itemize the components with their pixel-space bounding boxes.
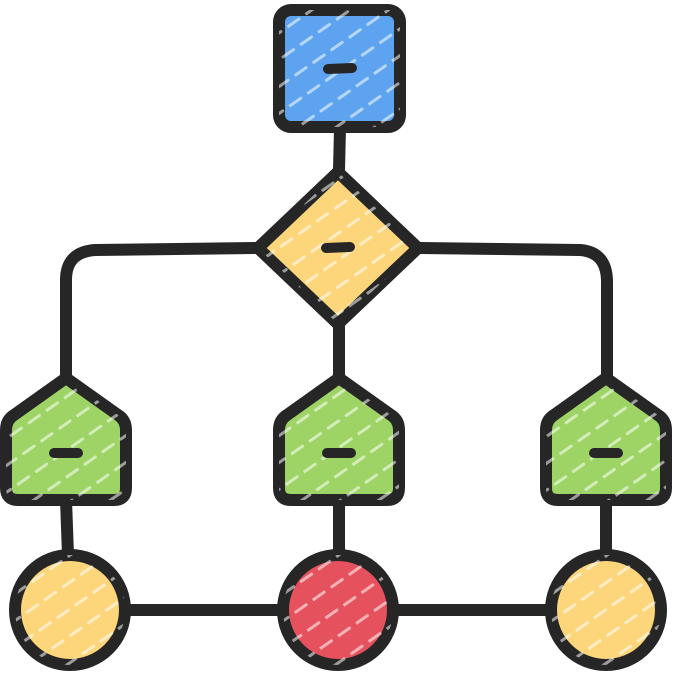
- start-node: [273, 4, 406, 133]
- process-node-right: [540, 372, 672, 506]
- connector-decision-right: [414, 242, 613, 384]
- end-node-middle: [277, 549, 399, 671]
- dash-icon: [323, 63, 357, 74]
- dash-icon: [321, 242, 355, 253]
- connectors: [60, 122, 613, 616]
- connector-left-process-end: [60, 494, 74, 561]
- end-node-right: [545, 549, 667, 671]
- process-node-middle: [273, 372, 405, 506]
- connector-decision-left: [60, 242, 264, 384]
- end-node-left: [9, 549, 131, 671]
- connector-start-decision: [333, 122, 346, 176]
- decision-node: [252, 166, 424, 330]
- process-node-left: [0, 372, 132, 506]
